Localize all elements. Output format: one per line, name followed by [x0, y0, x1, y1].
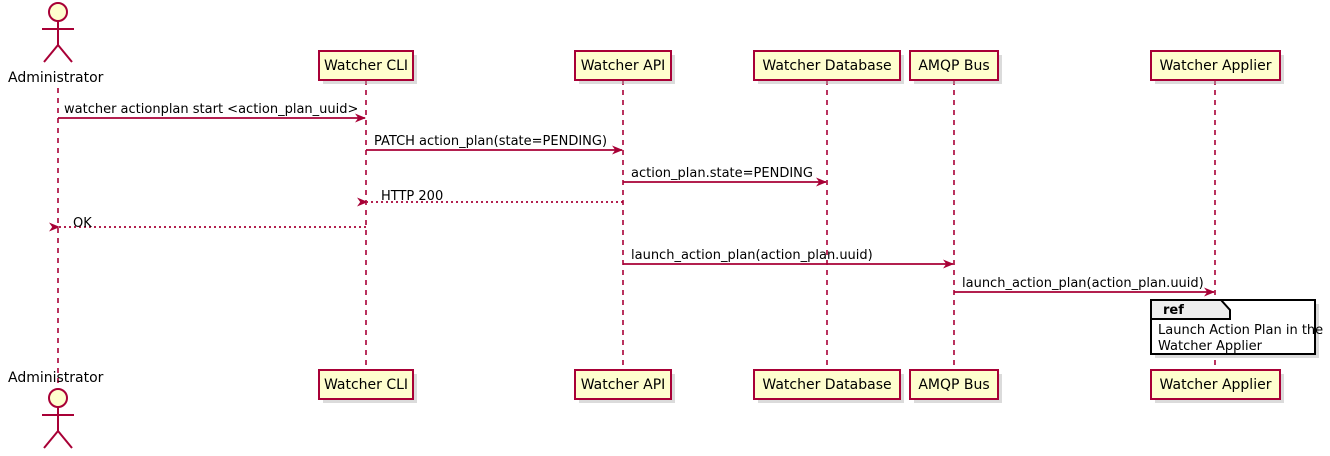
participant-box-watcher-applier-top[interactable] — [1150, 50, 1281, 81]
participant-box-watcher-cli-top[interactable] — [318, 50, 414, 81]
actor-figure-administrator-top[interactable] — [42, 2, 74, 63]
ref-body-line-2: Watcher Applier — [1158, 339, 1262, 354]
participant-box-watcher-api-bottom[interactable] — [574, 369, 672, 400]
participant-box-amqp-bus-bottom[interactable] — [909, 369, 999, 400]
participant-box-watcher-applier-bottom[interactable] — [1150, 369, 1281, 400]
message-arrows-group — [49, 113, 1215, 297]
participant-box-watcher-database-top[interactable] — [753, 50, 901, 81]
message-label-6: launch_action_plan(action_plan.uuid) — [631, 248, 873, 263]
actor-head-top — [48, 2, 68, 22]
actor-label-administrator-top: Administrator — [8, 70, 104, 86]
participant-label-watcher-api-top: Watcher API — [580, 58, 666, 74]
box-shadows-group — [323, 55, 1284, 403]
participant-label-watcher-cli-bottom: Watcher CLI — [323, 377, 409, 393]
actor-label-administrator-bottom: Administrator — [8, 370, 104, 386]
actor-figure-administrator-bottom[interactable] — [42, 388, 74, 449]
participant-label-watcher-applier-bottom: Watcher Applier — [1159, 377, 1272, 393]
participant-label-amqp-bus-top: AMQP Bus — [918, 58, 990, 74]
ref-fragment-group — [1150, 299, 1319, 358]
participant-box-watcher-api-top[interactable] — [574, 50, 672, 81]
actor-leg-right-bottom — [57, 430, 73, 449]
ref-body-line-1: Launch Action Plan in the — [1158, 323, 1324, 338]
participant-label-amqp-bus-bottom: AMQP Bus — [918, 377, 990, 393]
participant-label-watcher-api-bottom: Watcher API — [580, 377, 666, 393]
actor-leg-left-top — [43, 44, 59, 63]
message-label-3: action_plan.state=PENDING — [631, 166, 813, 181]
participant-label-watcher-applier-top: Watcher Applier — [1159, 58, 1272, 74]
participant-box-amqp-bus-top[interactable] — [909, 50, 999, 81]
actor-leg-right-top — [57, 44, 73, 63]
ref-title-label: ref — [1163, 303, 1184, 318]
participant-box-watcher-database-bottom[interactable] — [753, 369, 901, 400]
message-label-1: watcher actionplan start <action_plan_uu… — [64, 102, 359, 117]
participant-label-watcher-database-top: Watcher Database — [762, 58, 892, 74]
actor-figures-group — [42, 2, 74, 449]
actor-leg-left-bottom — [43, 430, 59, 449]
participant-label-watcher-database-bottom: Watcher Database — [762, 377, 892, 393]
message-label-4: HTTP 200 — [381, 189, 444, 204]
lifelines-group — [57, 80, 1216, 388]
participant-boxes-group — [318, 50, 1281, 400]
ref-tab — [1150, 299, 1231, 320]
participant-label-watcher-cli-top: Watcher CLI — [323, 58, 409, 74]
participant-box-watcher-cli-bottom[interactable] — [318, 369, 414, 400]
message-label-5: OK — [73, 216, 92, 231]
message-label-2: PATCH action_plan(state=PENDING) — [374, 134, 608, 149]
message-label-7: launch_action_plan(action_plan.uuid) — [962, 276, 1204, 291]
actor-head-bottom — [48, 388, 68, 408]
